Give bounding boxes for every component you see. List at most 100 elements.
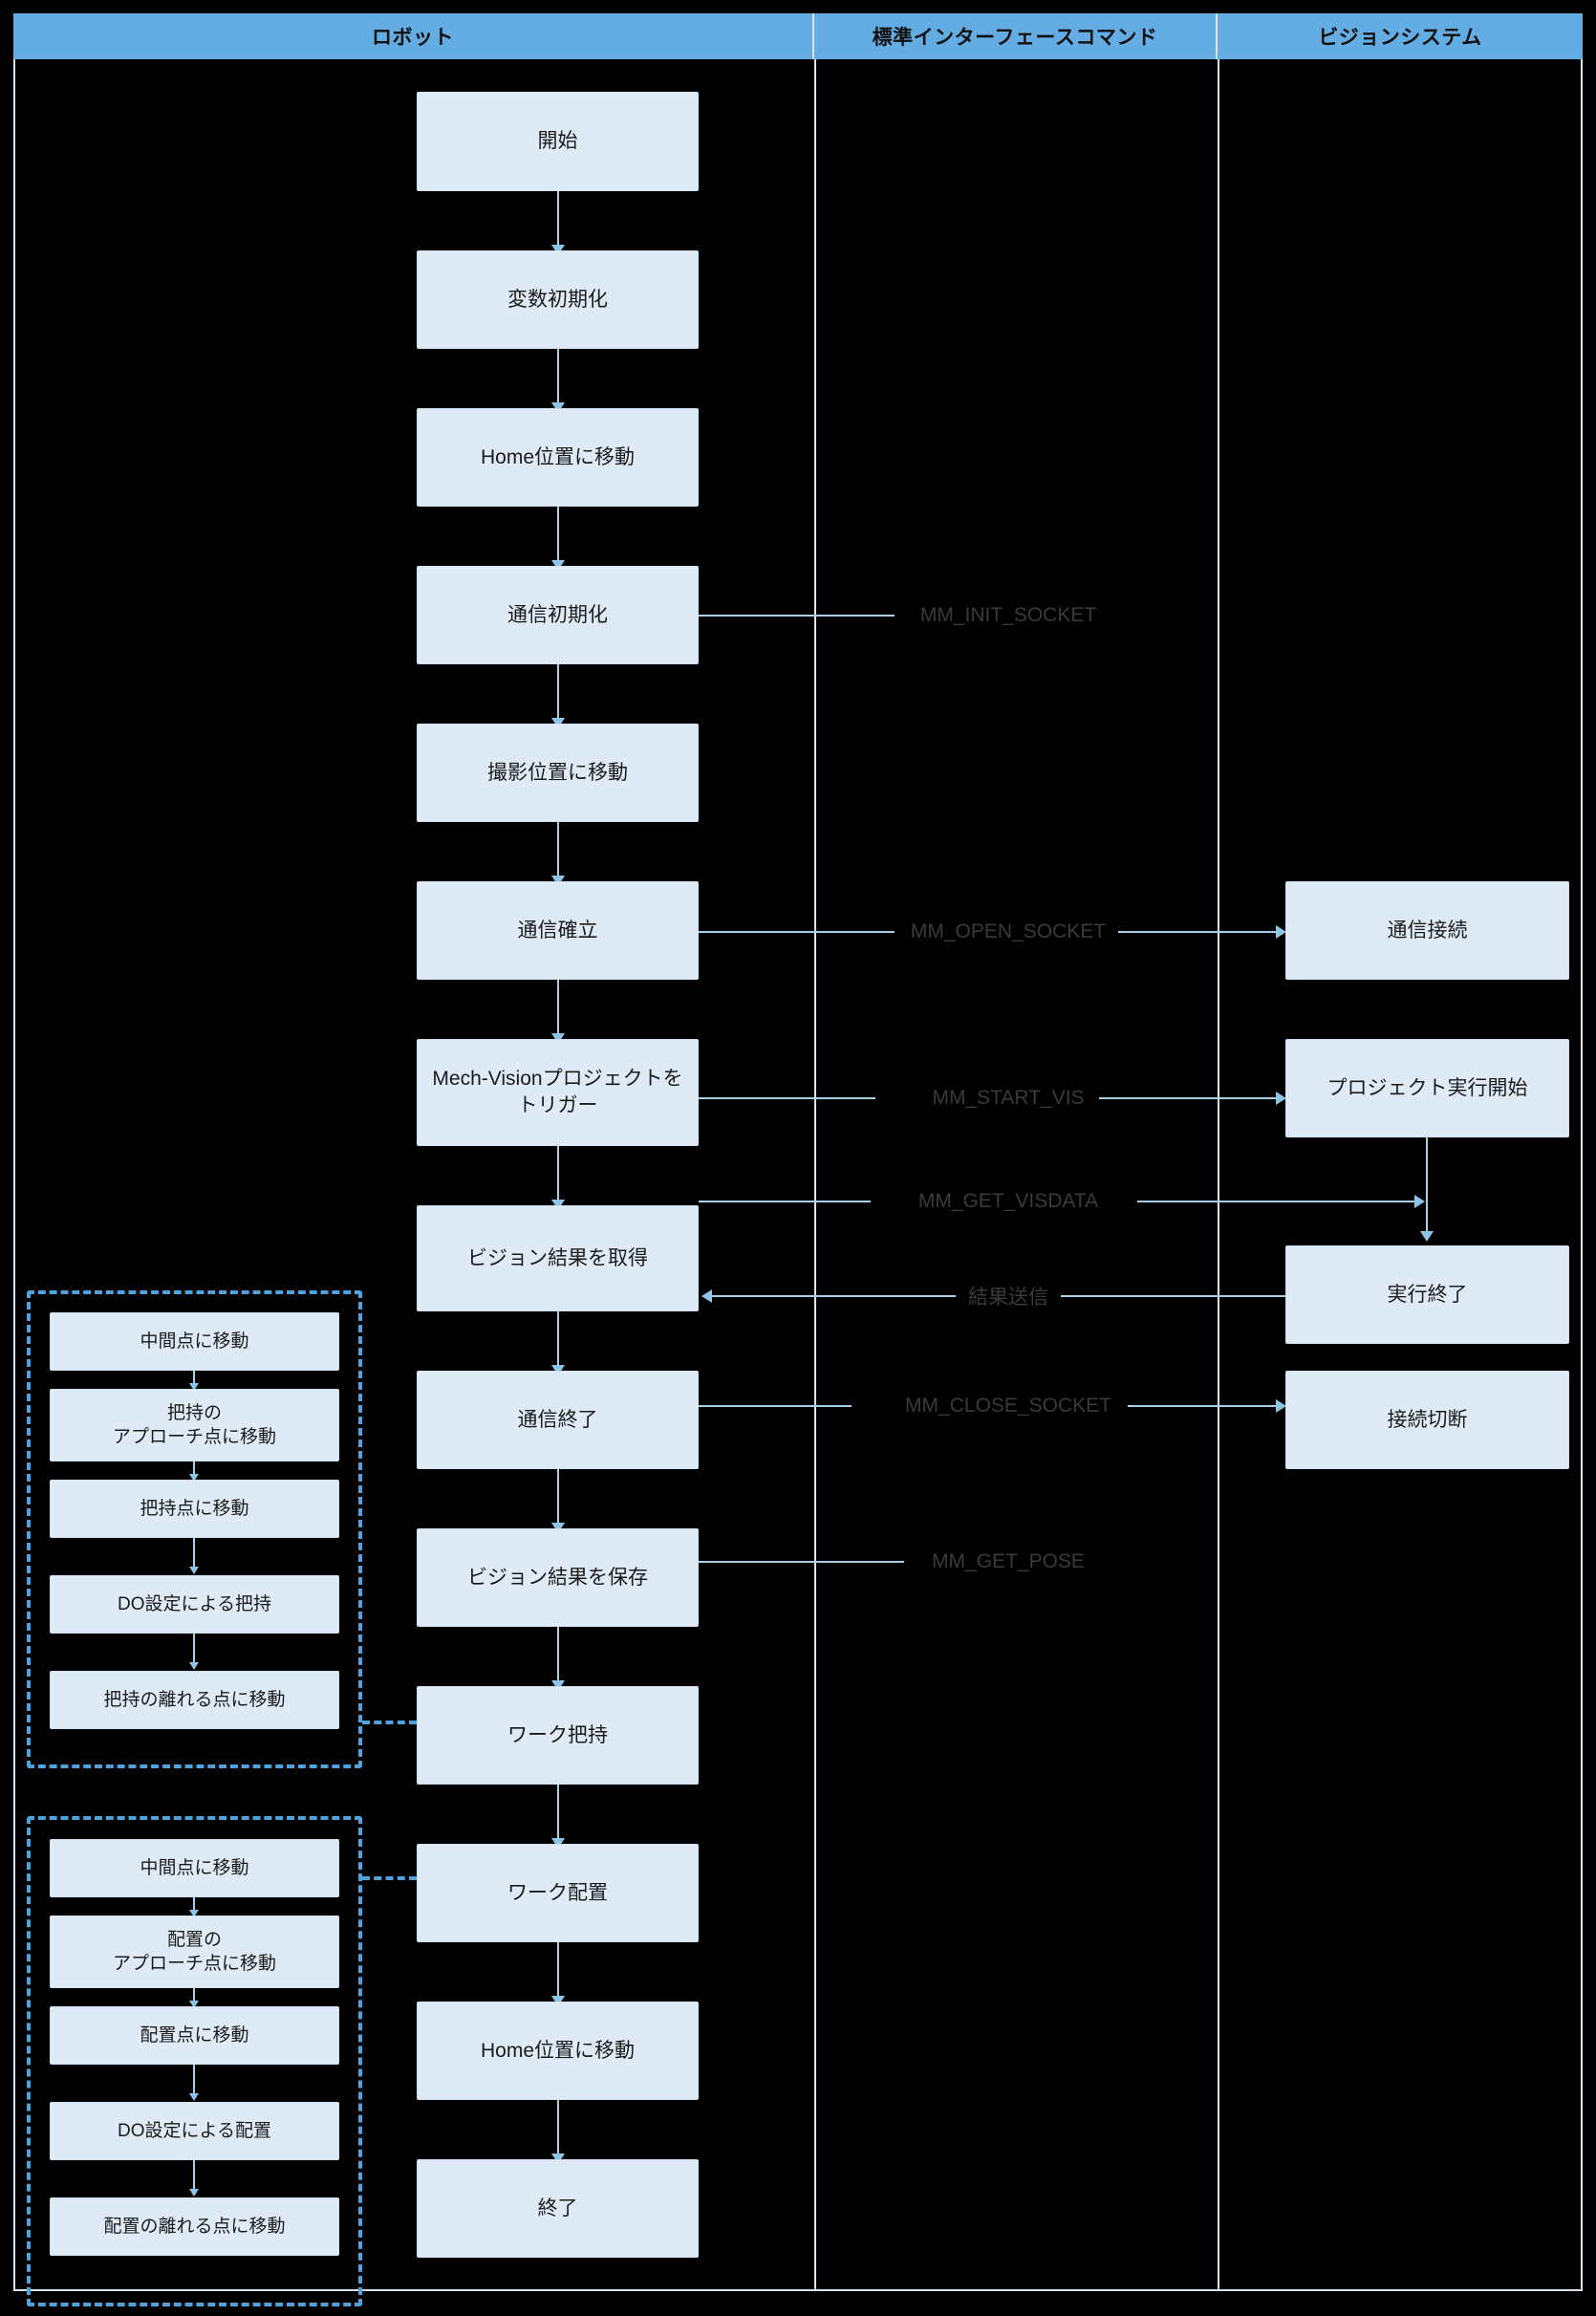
arrow-vision-start-to-end: [1420, 1231, 1434, 1242]
msgline-mm-get-pose: [699, 1561, 904, 1563]
node-save-result[interactable]: ビジョン結果を保存: [417, 1528, 699, 1627]
group-place-sequence: [27, 1816, 362, 2306]
node-pick-point[interactable]: 把持点に移動: [50, 1480, 339, 1538]
arrow-init-comm-to-move-capture: [551, 718, 565, 728]
arrow-mm-close-socket: [1276, 1399, 1286, 1413]
msgline-mm-get-visdata-left: [699, 1201, 871, 1202]
command-label-send-result: 結果送信: [968, 1287, 1048, 1309]
node-trigger-vision[interactable]: Mech-Visionプロジェクトをトリガー: [417, 1039, 699, 1146]
lane-divider-robot-command: [814, 15, 816, 2289]
node-start[interactable]: 開始: [417, 92, 699, 191]
node-vision-exec-end[interactable]: 実行終了: [1285, 1245, 1569, 1344]
arrow-get-result-to-close-comm: [551, 1365, 565, 1375]
arrow-place-do-to-departure: [189, 2189, 199, 2197]
connector-save-result-to-pick: [557, 1627, 559, 1686]
command-label-mm-open-socket: MM_OPEN_SOCKET: [910, 920, 1107, 942]
node-move-home-1[interactable]: Home位置に移動: [417, 408, 699, 507]
arrow-mm-start-vis: [1276, 1092, 1286, 1105]
arrow-start-to-init-var: [551, 245, 565, 255]
lane-header-robot: ロボット: [13, 13, 814, 59]
command-label-mm-start-vis: MM_START_VIS: [932, 1087, 1085, 1109]
command-label-mm-get-visdata: MM_GET_VISDATA: [917, 1190, 1099, 1212]
arrow-move-home-to-init-comm: [551, 560, 565, 571]
connector-start-to-init-var: [557, 191, 559, 250]
node-pick-do[interactable]: DO設定による把持: [50, 1575, 339, 1634]
lane-divider-command-vision: [1218, 15, 1219, 2289]
arrow-pick-do-to-departure: [189, 1662, 199, 1670]
node-init-comm[interactable]: 通信初期化: [417, 566, 699, 664]
connector-init-comm-to-move-capture: [557, 664, 559, 724]
node-move-home-2[interactable]: Home位置に移動: [417, 2002, 699, 2100]
connector-place-to-move-home2: [557, 1942, 559, 2002]
lane-header-vision: ビジョンシステム: [1218, 13, 1583, 59]
lane-header-vision-label: ビジョンシステム: [1318, 27, 1482, 49]
node-vision-project-start[interactable]: プロジェクト実行開始: [1285, 1039, 1569, 1137]
arrow-place-waypoint-to-approach: [189, 1910, 199, 1917]
node-pick-departure[interactable]: 把持の離れる点に移動: [50, 1671, 339, 1729]
arrow-place-approach-to-point: [189, 2001, 199, 2008]
dashed-connector-pick-group-to-node: [362, 1721, 417, 1724]
arrow-pick-point-to-do: [189, 1567, 199, 1574]
msgline-send-result-left: [712, 1295, 956, 1297]
node-place-do[interactable]: DO設定による配置: [50, 2102, 339, 2160]
arrow-close-comm-to-save-result: [551, 1523, 565, 1533]
msgline-mm-start-vis-left: [699, 1097, 875, 1099]
command-label-mm-close-socket: MM_CLOSE_SOCKET: [905, 1395, 1111, 1417]
node-open-comm[interactable]: 通信確立: [417, 881, 699, 980]
msgline-send-result-right: [1061, 1295, 1285, 1297]
arrow-move-home2-to-end: [551, 2154, 565, 2164]
connector-close-comm-to-save-result: [557, 1469, 559, 1528]
arrow-save-result-to-pick: [551, 1680, 565, 1691]
msgline-mm-get-visdata-right: [1137, 1201, 1419, 1202]
connector-place-approach-to-point: [193, 1988, 195, 2006]
node-vision-connect[interactable]: 通信接続: [1285, 881, 1569, 980]
connector-move-home-to-init-comm: [557, 507, 559, 566]
node-place-approach[interactable]: 配置の アプローチ点に移動: [50, 1916, 339, 1988]
connector-place-point-to-do: [193, 2065, 195, 2099]
lane-header-command: 標準インターフェースコマンド: [814, 13, 1218, 59]
connector-open-comm-to-trigger: [557, 980, 559, 1039]
arrow-mm-get-visdata: [1414, 1195, 1425, 1208]
node-place-work[interactable]: ワーク配置: [417, 1844, 699, 1942]
arrow-pick-waypoint-to-approach: [189, 1383, 199, 1391]
lane-header-robot-label: ロボット: [372, 27, 454, 49]
connector-pick-to-place: [557, 1785, 559, 1844]
msgline-mm-close-socket-right: [1128, 1405, 1280, 1407]
node-pick-waypoint[interactable]: 中間点に移動: [50, 1312, 339, 1371]
msgline-mm-open-socket-left: [699, 931, 895, 933]
lane-header-command-label: 標準インターフェースコマンド: [872, 27, 1158, 49]
connector-move-home2-to-end: [557, 2100, 559, 2159]
command-label-mm-init-socket: MM_INIT_SOCKET: [919, 604, 1097, 626]
node-pick-work[interactable]: ワーク把持: [417, 1686, 699, 1785]
arrow-open-comm-to-trigger: [551, 1033, 565, 1044]
lane-header-band: ロボット 標準インターフェースコマンド ビジョンシステム: [13, 13, 1583, 59]
node-place-point[interactable]: 配置点に移動: [50, 2006, 339, 2065]
msgline-mm-close-socket-left: [699, 1405, 852, 1407]
node-init-var[interactable]: 変数初期化: [417, 250, 699, 349]
arrow-move-capture-to-open-comm: [551, 876, 565, 886]
node-get-result[interactable]: ビジョン結果を取得: [417, 1205, 699, 1311]
node-move-capture[interactable]: 撮影位置に移動: [417, 724, 699, 822]
msgline-mm-init-socket: [699, 615, 895, 617]
connector-place-do-to-departure: [193, 2160, 195, 2195]
connector-move-capture-to-open-comm: [557, 822, 559, 881]
node-place-departure[interactable]: 配置の離れる点に移動: [50, 2197, 339, 2256]
msgline-mm-start-vis-right: [1099, 1097, 1280, 1099]
connector-pick-point-to-do: [193, 1538, 195, 1572]
node-vision-disconnect[interactable]: 接続切断: [1285, 1371, 1569, 1469]
connector-trigger-to-get-result: [557, 1146, 559, 1205]
arrow-pick-to-place: [551, 1838, 565, 1849]
connector-pick-waypoint-to-approach: [193, 1371, 195, 1389]
node-end[interactable]: 終了: [417, 2159, 699, 2258]
arrow-pick-approach-to-point: [189, 1474, 199, 1482]
arrow-mm-open-socket: [1276, 925, 1286, 939]
node-place-waypoint[interactable]: 中間点に移動: [50, 1839, 339, 1897]
arrow-place-point-to-do: [189, 2093, 199, 2101]
connector-vision-start-to-end: [1426, 1137, 1428, 1236]
connector-get-result-to-close-comm: [557, 1311, 559, 1371]
node-pick-approach[interactable]: 把持の アプローチ点に移動: [50, 1389, 339, 1461]
connector-pick-approach-to-point: [193, 1461, 195, 1480]
node-close-comm[interactable]: 通信終了: [417, 1371, 699, 1469]
connector-pick-do-to-departure: [193, 1634, 195, 1668]
dashed-connector-place-group-to-node: [362, 1876, 417, 1880]
